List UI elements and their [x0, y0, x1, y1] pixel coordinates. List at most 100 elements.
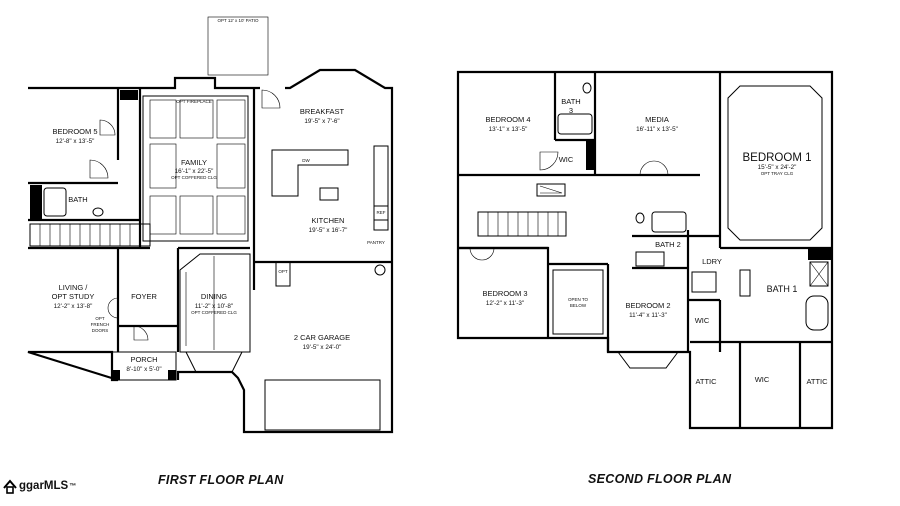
bedroom4-name: BEDROOM 4	[485, 115, 530, 124]
bath3-tub-icon	[557, 113, 593, 135]
living-dim: 12'-2" x 13'-8"	[54, 303, 93, 310]
bedroom3-name: BEDROOM 3	[482, 289, 527, 298]
mls-logo-icon	[2, 478, 18, 494]
toilet-icon	[92, 207, 104, 217]
optional-patio-outline	[207, 16, 269, 76]
ref-label: REF	[377, 210, 386, 215]
dining-dim: 11'-2" x 10'-8"	[195, 303, 233, 310]
open-below-label-1: OPEN TO	[568, 297, 589, 302]
dining-name: DINING	[201, 292, 227, 301]
bedroom5-door-swing	[99, 119, 116, 136]
media-doors-swing	[639, 160, 669, 176]
breakfast-name: BREAKFAST	[300, 107, 345, 116]
bedroom5-name: BEDROOM 5	[52, 127, 97, 136]
second-floor-interior-walls	[458, 72, 832, 428]
bath3-name: BATH	[561, 97, 580, 106]
media-name: MEDIA	[645, 115, 669, 124]
kitchen-counters	[271, 145, 389, 231]
bath1-tub-icon	[805, 295, 829, 331]
garage-dim: 19'-5" x 24'-0"	[303, 344, 342, 351]
living-note-3: DOORS	[92, 328, 109, 333]
bath-wall-block	[30, 185, 42, 220]
dining-note: OPT COFFERED CLG	[191, 310, 237, 315]
wic-door-swing	[539, 151, 559, 171]
bedroom1-name: BEDROOM 1	[742, 152, 811, 164]
dining-bay	[179, 253, 251, 373]
first-floor-stairs	[29, 223, 151, 247]
bedroom3-dim: 12'-2" x 11'-3"	[486, 300, 524, 307]
bedroom1-closet-block	[808, 248, 832, 260]
living-note-1: OPT	[95, 316, 105, 321]
open-below-label-2: BELOW	[570, 303, 587, 308]
bath3-wall-block	[586, 140, 594, 170]
wic-main-name: WIC	[755, 375, 770, 384]
laundry-machines	[691, 271, 717, 293]
french-doors-swing	[107, 297, 119, 319]
bedroom4-dim: 13'-1" x 13'-5"	[489, 126, 528, 133]
garage-name: 2 CAR GARAGE	[294, 333, 350, 342]
garage-door	[264, 379, 381, 431]
front-door-swing	[133, 325, 149, 341]
patio-label: OPT 12' x 10' PATIO	[218, 18, 259, 23]
family-note: OPT COFFERED CLG	[171, 175, 217, 180]
second-floor-plan: BEDROOM 4 13'-1" x 13'-5" BATH 3 MEDIA 1…	[456, 70, 834, 430]
bath1-vanity	[739, 269, 751, 297]
bedroom2-dim: 11'-4" x 11'-3"	[629, 312, 667, 319]
bath1-shower-icon	[809, 261, 829, 287]
bedroom2-name: BEDROOM 2	[625, 301, 670, 310]
living-name: LIVING /	[59, 283, 89, 292]
bath3-toilet-icon	[582, 82, 592, 94]
bedroom1-note: OPT TRAY CLG	[761, 171, 794, 176]
bath3-number: 3	[569, 106, 573, 115]
attic-left-name: ATTIC	[695, 377, 717, 386]
bath1-name: BATH 1	[767, 284, 798, 294]
mls-trademark: ™	[69, 482, 77, 490]
pantry-label: PANTRY	[367, 240, 385, 245]
family-name: FAMILY	[181, 158, 207, 167]
wic-bedroom4-name: WIC	[559, 155, 574, 164]
second-floor-stairs	[477, 211, 567, 237]
bath2-tub-icon	[651, 211, 687, 233]
bath2-toilet-icon	[635, 212, 645, 224]
hall-arrow	[539, 185, 563, 194]
kitchen-dim: 19'-5" x 16'-7"	[309, 227, 348, 234]
foyer-name: FOYER	[131, 292, 157, 301]
porch-column-right	[168, 370, 176, 380]
first-floor-interior-walls	[28, 88, 392, 352]
breakfast-door-swing	[261, 89, 281, 109]
first-floor-plan: OPT 12' x 10' PATIO OPT FIREPLA	[27, 16, 394, 434]
open-to-below-area	[552, 269, 604, 335]
bedroom1-tray-ceiling	[727, 85, 823, 241]
bedroom1-dim: 15'-5" x 24'-2"	[758, 164, 797, 171]
porch-outline	[111, 351, 177, 381]
water-heater-icon	[374, 264, 386, 276]
bathtub-icon	[43, 187, 67, 217]
porch-column-left	[112, 370, 120, 380]
bath2-name: BATH 2	[655, 240, 681, 249]
mls-logo-text: ggarMLS	[19, 480, 69, 492]
living-note-2: FRENCH	[91, 322, 110, 327]
media-dim: 16'-11" x 13'-5"	[636, 126, 678, 133]
closet-block	[120, 90, 138, 100]
attic-right-name: ATTIC	[806, 377, 828, 386]
wic-bedroom2-name: WIC	[695, 316, 710, 325]
porch-name: PORCH	[130, 355, 157, 364]
dishwasher-label: DW	[302, 158, 310, 163]
bedroom3-closet-doors	[469, 247, 495, 261]
family-coffered-grid	[142, 95, 249, 242]
porch-dim: 8'-10" x 5'-0"	[126, 366, 161, 373]
garage-closet	[275, 261, 291, 287]
kitchen-name: KITCHEN	[312, 216, 345, 225]
breakfast-dim: 19'-5" x 7'-6"	[304, 118, 339, 125]
bedroom5-dim: 12'-8" x 13'-5"	[56, 138, 95, 145]
bath2-vanity	[635, 251, 665, 267]
first-floor-caption: FIRST FLOOR PLAN	[158, 473, 284, 487]
second-floor-caption: SECOND FLOOR PLAN	[588, 472, 732, 486]
bath1-shower-x	[809, 261, 829, 287]
family-dim: 16'-1" x 22'-5"	[175, 168, 214, 175]
fireplace-label: OPT FIREPLACE	[176, 99, 211, 104]
living-name-2: OPT STUDY	[52, 292, 95, 301]
laundry-name: LDRY	[702, 257, 722, 266]
